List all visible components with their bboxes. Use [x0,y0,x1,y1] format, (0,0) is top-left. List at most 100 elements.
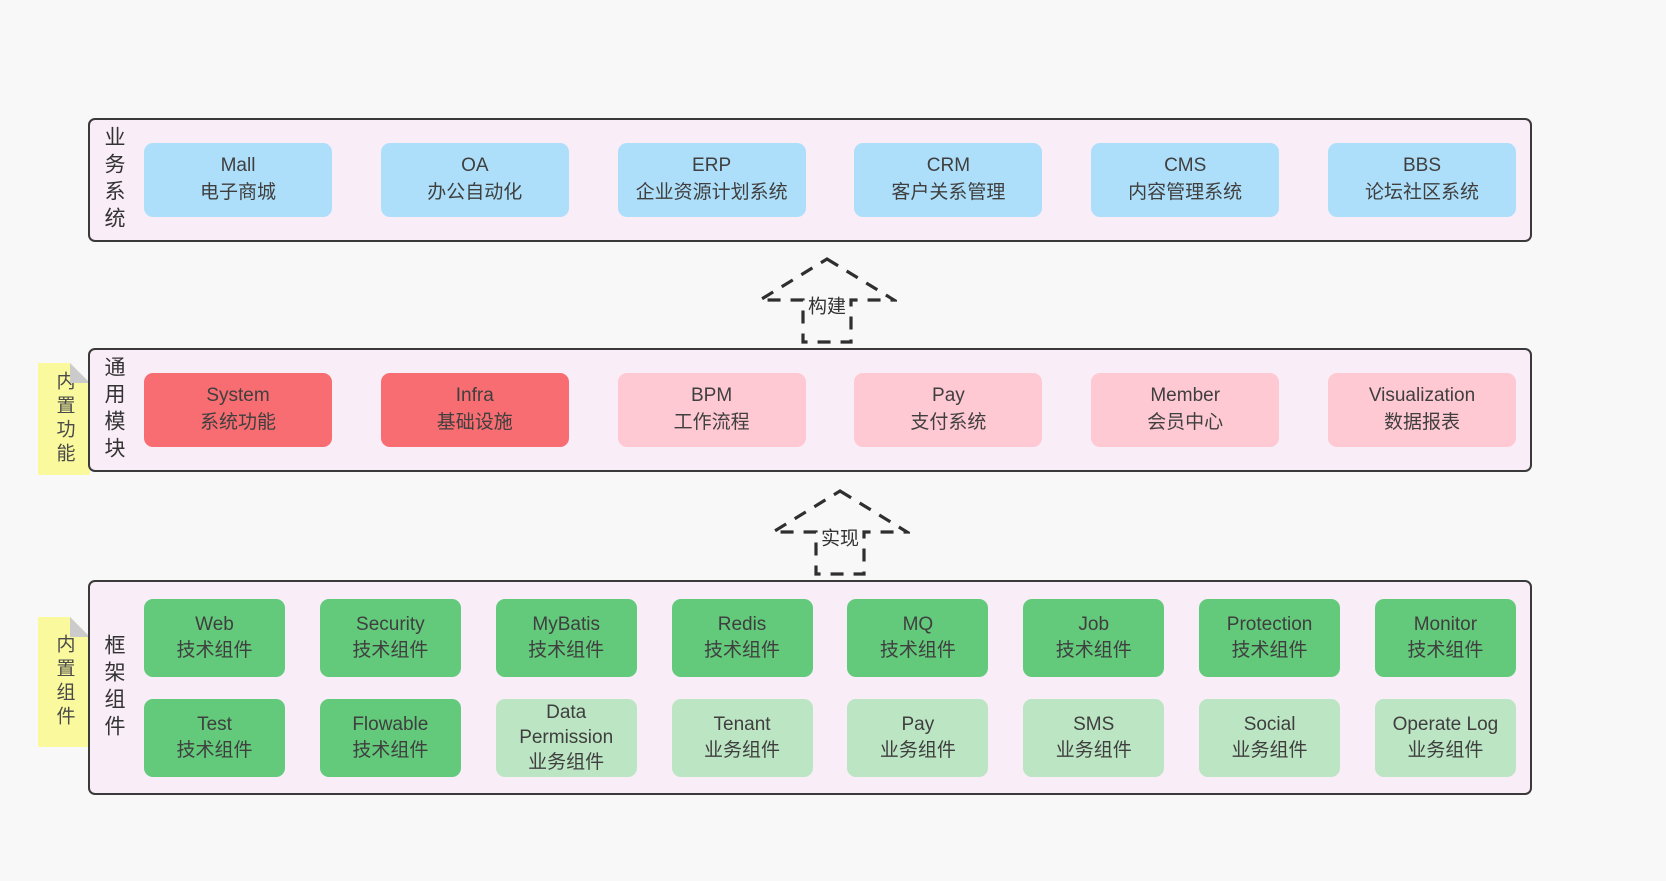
box-title: Tenant [713,714,771,736]
box-subtitle: 技术组件 [1231,639,1308,661]
component-box-test: Test 技术组件 [144,698,285,777]
up-arrow-icon [770,489,910,576]
component-box-pay: Pay 业务组件 [847,698,989,777]
box-title: Web [195,614,234,636]
box-title: System [206,385,270,407]
module-box-pay: Pay 支付系统 [854,373,1043,447]
component-box-monitor: Monitor 技术组件 [1374,598,1516,677]
band-components-label: 框架组件 [102,633,125,742]
box-title: Data Permission [519,701,614,748]
box-title: Security [356,614,425,636]
box-subtitle: 基础设施 [436,412,513,433]
component-box-tenant: Tenant 业务组件 [671,698,813,777]
box-title: MyBatis [532,614,600,636]
box-subtitle: 业务组件 [879,739,956,761]
box-subtitle: 电子商城 [199,182,276,203]
box-subtitle: 会员中心 [1147,412,1224,433]
system-box-bbs: BBS 论坛社区系统 [1327,143,1516,217]
module-box-member: Member 会员中心 [1091,373,1280,447]
box-title: Monitor [1413,614,1478,636]
component-box-mybatis: MyBatis 技术组件 [495,598,637,677]
component-box-social: Social 业务组件 [1199,698,1341,777]
box-subtitle: 客户关系管理 [891,182,1006,203]
build-arrow-label: 构建 [804,290,850,320]
system-box-cms: CMS 内容管理系统 [1091,143,1280,217]
box-subtitle: 内容管理系统 [1128,182,1243,203]
box-title: CMS [1164,155,1207,177]
component-box-redis: Redis 技术组件 [671,598,813,677]
component-box-mq: MQ 技术组件 [847,598,989,677]
box-title: BPM [691,385,733,407]
band-modules-label: 通用模块 [102,356,125,464]
box-subtitle: 业务组件 [1055,739,1132,761]
component-box-sms: SMS 业务组件 [1023,698,1165,777]
system-box-oa: OA 办公自动化 [380,143,569,217]
component-box-protection: Protection 技术组件 [1199,598,1341,677]
system-box-erp: ERP 企业资源计划系统 [617,143,806,217]
components-row-1: Web 技术组件 Security 技术组件 MyBatis 技术组件 Redi… [144,598,1516,677]
box-title: MQ [902,614,934,636]
box-title: Member [1150,385,1221,407]
components-rows: Web 技术组件 Security 技术组件 MyBatis 技术组件 Redi… [136,582,1530,793]
band-framework-components: 框架组件 Web 技术组件 Security 技术组件 MyBatis 技术组件… [88,580,1532,795]
up-arrow-icon [757,257,897,344]
band-common-modules: 通用模块 System 系统功能 Infra 基础设施 BPM 工作流程 Pay… [88,348,1532,472]
component-box-web: Web 技术组件 [144,598,285,677]
box-title: SMS [1073,714,1115,736]
module-box-bpm: BPM 工作流程 [617,373,806,447]
component-box-flowable: Flowable 技术组件 [319,698,461,777]
system-box-crm: CRM 客户关系管理 [854,143,1043,217]
system-box-mall: Mall 电子商城 [144,143,332,217]
component-box-security: Security 技术组件 [319,598,461,677]
module-box-infra: Infra 基础设施 [380,373,569,447]
box-subtitle: 企业资源计划系统 [635,182,788,203]
band-business-label: 业务系统 [102,126,125,234]
modules-box-row: System 系统功能 Infra 基础设施 BPM 工作流程 Pay 支付系统… [136,350,1530,470]
box-subtitle: 业务组件 [1407,739,1484,761]
box-title: Flowable [352,714,429,736]
box-subtitle: 技术组件 [528,639,605,661]
box-subtitle: 论坛社区系统 [1364,182,1479,203]
box-subtitle: 技术组件 [352,639,429,661]
box-subtitle: 技术组件 [1055,639,1132,661]
box-title: ERP [692,155,732,177]
box-subtitle: 办公自动化 [427,182,523,203]
business-box-row: Mall 电子商城 OA 办公自动化 ERP 企业资源计划系统 CRM 客户关系… [136,120,1530,240]
box-subtitle: 技术组件 [352,739,429,761]
box-title: Pay [932,385,965,407]
box-title: Visualization [1368,385,1476,407]
component-box-operate-log: Operate Log 业务组件 [1374,698,1516,777]
module-box-system: System 系统功能 [144,373,332,447]
box-subtitle: 技术组件 [704,639,781,661]
builtin-components-note: 内置组件 [38,617,90,747]
box-subtitle: 业务组件 [1231,739,1308,761]
box-subtitle: 技术组件 [1407,639,1484,661]
box-title: Pay [901,714,935,736]
implement-arrow: 实现 [770,487,910,577]
box-subtitle: 数据报表 [1383,412,1460,433]
box-title: Infra [455,385,494,407]
box-subtitle: 系统功能 [199,412,276,433]
box-subtitle: 技术组件 [176,739,253,761]
builtin-functions-note: 内置功能 [38,363,90,475]
box-title: Social [1243,714,1296,736]
box-title: Protection [1226,614,1313,636]
box-title: BBS [1402,155,1441,177]
component-box-data-permission: Data Permission 业务组件 [495,698,637,777]
component-box-job: Job 技术组件 [1023,598,1165,677]
band-business-systems: 业务系统 Mall 电子商城 OA 办公自动化 ERP 企业资源计划系统 CRM… [88,118,1532,242]
implement-arrow-label: 实现 [817,522,863,552]
box-subtitle: 支付系统 [910,412,987,433]
components-row-2: Test 技术组件 Flowable 技术组件 Data Permission … [144,698,1516,777]
box-subtitle: 业务组件 [704,739,781,761]
box-subtitle: 技术组件 [176,639,253,661]
box-title: OA [461,155,489,177]
box-subtitle: 业务组件 [528,752,605,774]
box-subtitle: 技术组件 [879,639,956,661]
box-subtitle: 工作流程 [673,412,750,433]
box-title: Operate Log [1392,714,1499,736]
box-title: Redis [717,614,767,636]
build-arrow: 构建 [757,255,897,345]
module-box-visualization: Visualization 数据报表 [1327,373,1516,447]
